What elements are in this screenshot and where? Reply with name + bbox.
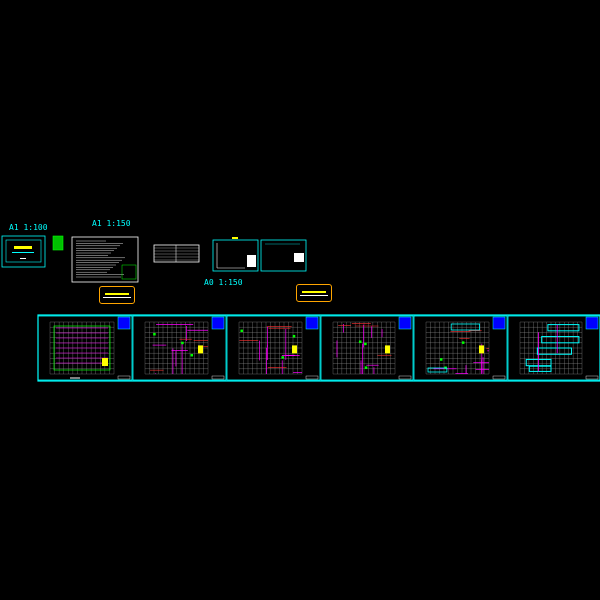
system-diagram-sheet-1 — [212, 237, 259, 272]
cover-sheet — [1, 235, 46, 268]
floor-plan-sheet-5 — [413, 315, 508, 381]
legend-swatch — [52, 235, 64, 251]
notes-scale-label: A1 1:150 — [92, 219, 131, 228]
system-diagram-sheet-2 — [260, 239, 307, 272]
floor-plan-sheet-6 — [507, 315, 600, 381]
floor-plan-sheet-1 — [37, 315, 133, 381]
floor-plan-sheet-2 — [132, 315, 227, 381]
design-notes-sheet — [71, 236, 139, 283]
approval-stamp-icon — [99, 286, 135, 304]
approval-stamp-icon — [296, 284, 332, 302]
floor-plan-sheet-3 — [226, 315, 321, 381]
cover-scale-label: A1 1:100 — [9, 223, 48, 232]
material-table-sheet — [153, 244, 200, 263]
floor-plan-sheet-4 — [320, 315, 414, 381]
sheets-scale-label: A0 1:150 — [204, 278, 243, 287]
